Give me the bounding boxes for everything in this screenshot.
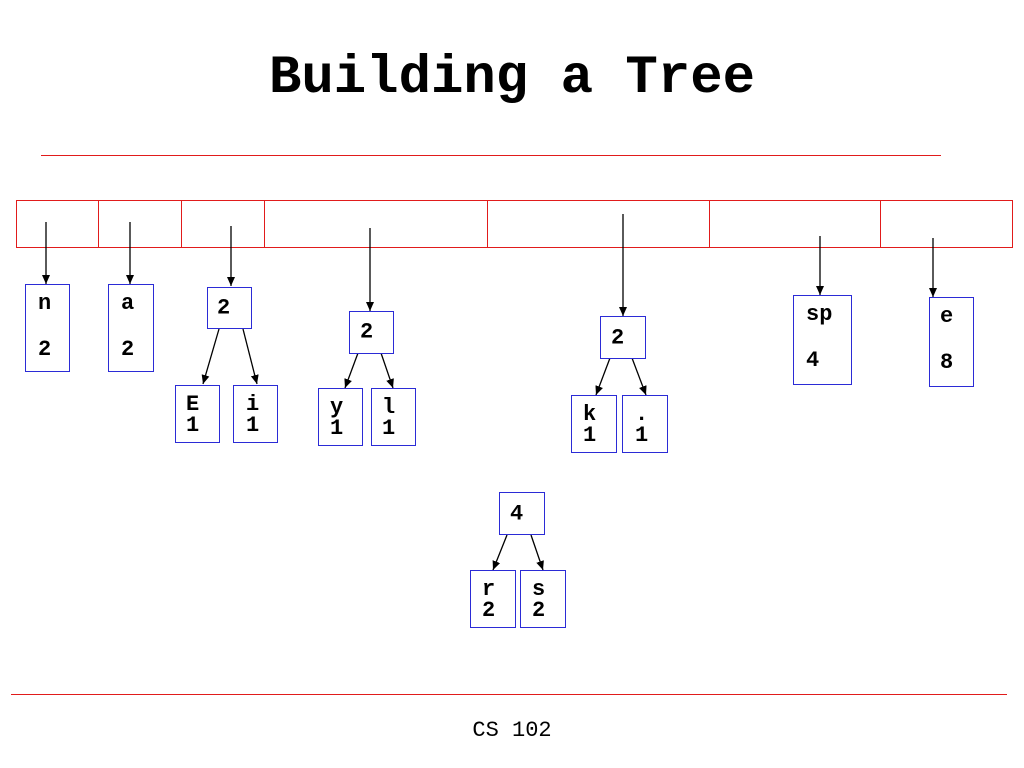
leaf-node-i: i 1 bbox=[233, 385, 278, 443]
node-char: i bbox=[246, 392, 260, 417]
queue-slot bbox=[99, 201, 182, 247]
internal-node-Ei: 2 bbox=[207, 287, 252, 329]
node-char: k bbox=[583, 402, 597, 427]
node-count: 1 bbox=[583, 423, 597, 448]
node-count: 2 bbox=[532, 598, 546, 623]
node-count: 1 bbox=[382, 416, 396, 441]
slide-title: Building a Tree bbox=[268, 48, 756, 109]
node-char: r bbox=[482, 577, 496, 602]
node-char: sp bbox=[806, 302, 833, 327]
edge-arrow bbox=[595, 357, 611, 396]
footer-rule bbox=[11, 694, 1007, 695]
footer-text: CS 102 bbox=[472, 718, 552, 743]
title-rule bbox=[41, 155, 941, 156]
node-count: 4 bbox=[806, 348, 820, 373]
edge-arrow bbox=[201, 328, 220, 385]
edge-arrow bbox=[492, 534, 508, 571]
leaf-node-y: y 1 bbox=[318, 388, 363, 446]
queue-slot bbox=[17, 201, 99, 247]
node-count: 1 bbox=[246, 413, 260, 438]
leaf-node-sp: sp 4 bbox=[793, 295, 852, 385]
node-char: . bbox=[635, 402, 649, 427]
internal-node-kdot: 2 bbox=[600, 316, 646, 359]
node-weight: 4 bbox=[510, 501, 524, 526]
node-count: 2 bbox=[121, 337, 135, 362]
node-count: 1 bbox=[186, 413, 200, 438]
queue-slot bbox=[710, 201, 881, 247]
node-count: 1 bbox=[635, 423, 649, 448]
node-char: l bbox=[382, 395, 396, 420]
queue-slot bbox=[182, 201, 265, 247]
node-char: s bbox=[532, 577, 546, 602]
leaf-node-r: r 2 bbox=[470, 570, 516, 628]
leaf-node-e: e 8 bbox=[929, 297, 974, 387]
edge-arrow bbox=[631, 357, 647, 396]
node-count: 1 bbox=[330, 416, 344, 441]
node-count: 2 bbox=[482, 598, 496, 623]
node-weight: 2 bbox=[217, 295, 231, 321]
leaf-node-dot: . 1 bbox=[622, 395, 668, 453]
priority-queue bbox=[16, 200, 1013, 248]
leaf-node-l: l 1 bbox=[371, 388, 416, 446]
node-weight: 2 bbox=[360, 319, 374, 345]
internal-node-yl: 2 bbox=[349, 311, 394, 354]
node-char: y bbox=[330, 395, 344, 420]
node-char: e bbox=[940, 304, 954, 329]
leaf-node-a: a 2 bbox=[108, 284, 154, 372]
leaf-node-n: n 2 bbox=[25, 284, 70, 372]
node-weight: 2 bbox=[611, 325, 625, 350]
edge-arrow bbox=[530, 534, 544, 571]
edge-arrow bbox=[344, 352, 359, 389]
node-char: n bbox=[38, 291, 52, 316]
leaf-node-s: s 2 bbox=[520, 570, 566, 628]
queue-slot bbox=[488, 201, 710, 247]
leaf-node-k: k 1 bbox=[571, 395, 617, 453]
node-count: 2 bbox=[38, 337, 52, 362]
edge-arrow bbox=[242, 328, 259, 385]
edge-arrow bbox=[380, 352, 394, 389]
internal-node-rs: 4 bbox=[499, 492, 545, 535]
node-char: a bbox=[121, 291, 135, 316]
leaf-node-E: E 1 bbox=[175, 385, 220, 443]
node-count: 8 bbox=[940, 350, 954, 375]
node-char: E bbox=[186, 392, 200, 417]
queue-slot bbox=[265, 201, 488, 247]
